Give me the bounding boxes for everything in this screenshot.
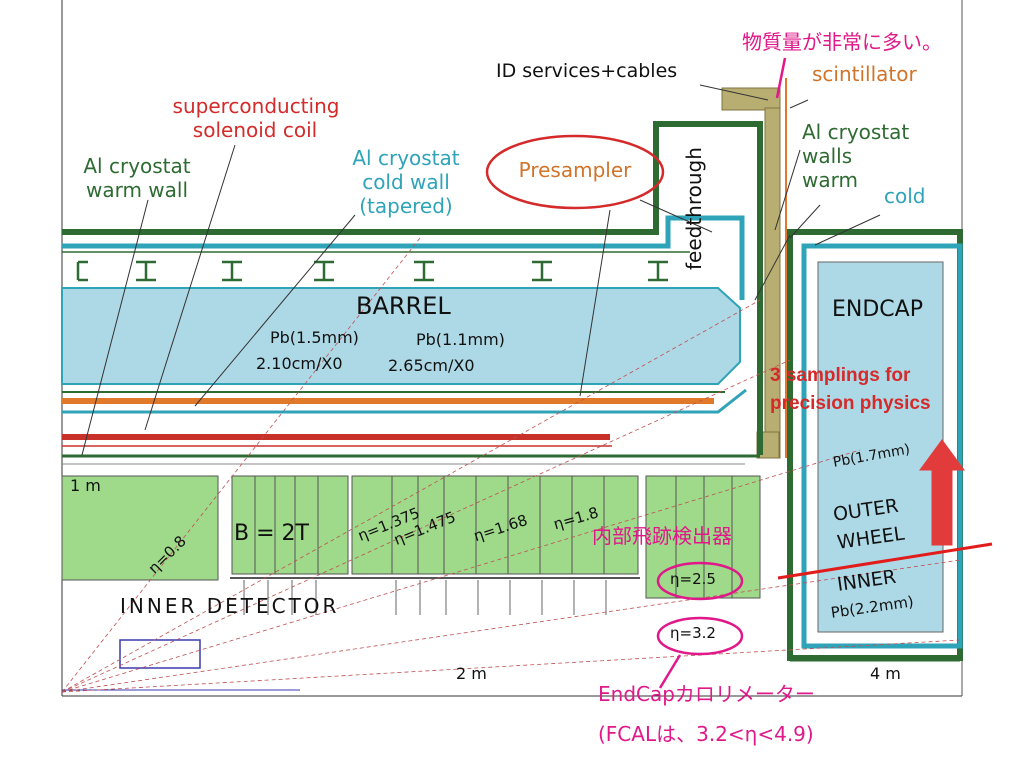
endcap-calorimeter <box>817 261 944 633</box>
cold-wall-label-3: (tapered) <box>359 194 453 218</box>
x0-265-label: 2.65cm/X0 <box>388 356 475 375</box>
inner-detector-barrel-3 <box>351 475 639 575</box>
endcap-calo-arrow <box>658 654 682 689</box>
scintillator-label: scintillator <box>812 62 917 86</box>
precision-arrow <box>919 439 965 546</box>
eta-lines <box>61 237 961 693</box>
inner-detector-barrel-2 <box>231 475 349 575</box>
samplings-label-1: 3 samplings for <box>770 365 911 386</box>
eta-3-2: η=3.2 <box>670 624 716 642</box>
inner-outer-divider <box>777 542 993 580</box>
solenoid-coil <box>62 434 610 440</box>
presampler-circle <box>485 134 665 210</box>
feedthrough-label: feedthrough <box>682 147 706 270</box>
samplings-label-2: precision physics <box>770 393 931 414</box>
inner-detector-barrel-1 <box>61 475 219 581</box>
walls-label-2: walls <box>802 144 853 168</box>
endcap-cryostat-cold <box>801 243 963 649</box>
leader-lines <box>81 84 881 456</box>
superconducting-label: superconducting <box>172 94 340 118</box>
barrel-label: BARREL <box>356 292 451 320</box>
fcal-label: (FCALは、3.2<η<4.9) <box>598 722 814 746</box>
scale-1m: 1 m <box>70 476 101 495</box>
pb11-label: Pb(1.1mm) <box>416 330 505 349</box>
id-services-label: ID services+cables <box>496 60 678 82</box>
jp-material-note: 物質量が非常に多い。 <box>742 30 942 54</box>
cold-wall-label-1: Al cryostat <box>352 146 460 170</box>
eta-2-5: η=2.5 <box>670 570 716 588</box>
barrel-cryostat-cold <box>62 215 745 300</box>
walls-label-1: Al cryostat <box>802 120 910 144</box>
endcap-calorimeter-label: EndCapカロリメーター <box>598 682 815 706</box>
cold-label: cold <box>884 184 926 208</box>
solenoid-coil-label: solenoid coil <box>192 118 318 142</box>
scale-4m: 4 m <box>870 664 901 683</box>
presampler-label: Presampler <box>518 158 632 182</box>
warm-wall-label-1: Al cryostat <box>83 154 191 178</box>
barrel-cryostat-warm <box>62 121 763 455</box>
pixel-block <box>119 639 201 669</box>
tracker-dividers <box>254 476 733 598</box>
eta32-circle <box>656 616 744 656</box>
cold-wall-label-2: cold wall <box>362 170 450 194</box>
presampler-strip <box>62 398 714 404</box>
scale-2m: 2 m <box>456 664 487 683</box>
inner-detector-label: INNER DETECTOR <box>120 594 340 618</box>
cryostat-inner-cold <box>62 388 747 414</box>
warm-wall-label-2: warm wall <box>85 178 189 202</box>
walls-label-3: warm <box>802 168 858 192</box>
jp-inner-detector-label: 内部飛跡検出器 <box>592 524 732 548</box>
pb15-label: Pb(1.5mm) <box>270 328 359 347</box>
barrel-calorimeter <box>61 287 741 385</box>
x0-210-label: 2.10cm/X0 <box>256 354 343 373</box>
jp-top-arrow <box>775 57 787 99</box>
magnetic-field-label: B = 2T <box>234 521 309 546</box>
eta25-circle <box>656 561 744 601</box>
support-beams <box>76 260 668 282</box>
endcap-label: ENDCAP <box>832 297 923 322</box>
